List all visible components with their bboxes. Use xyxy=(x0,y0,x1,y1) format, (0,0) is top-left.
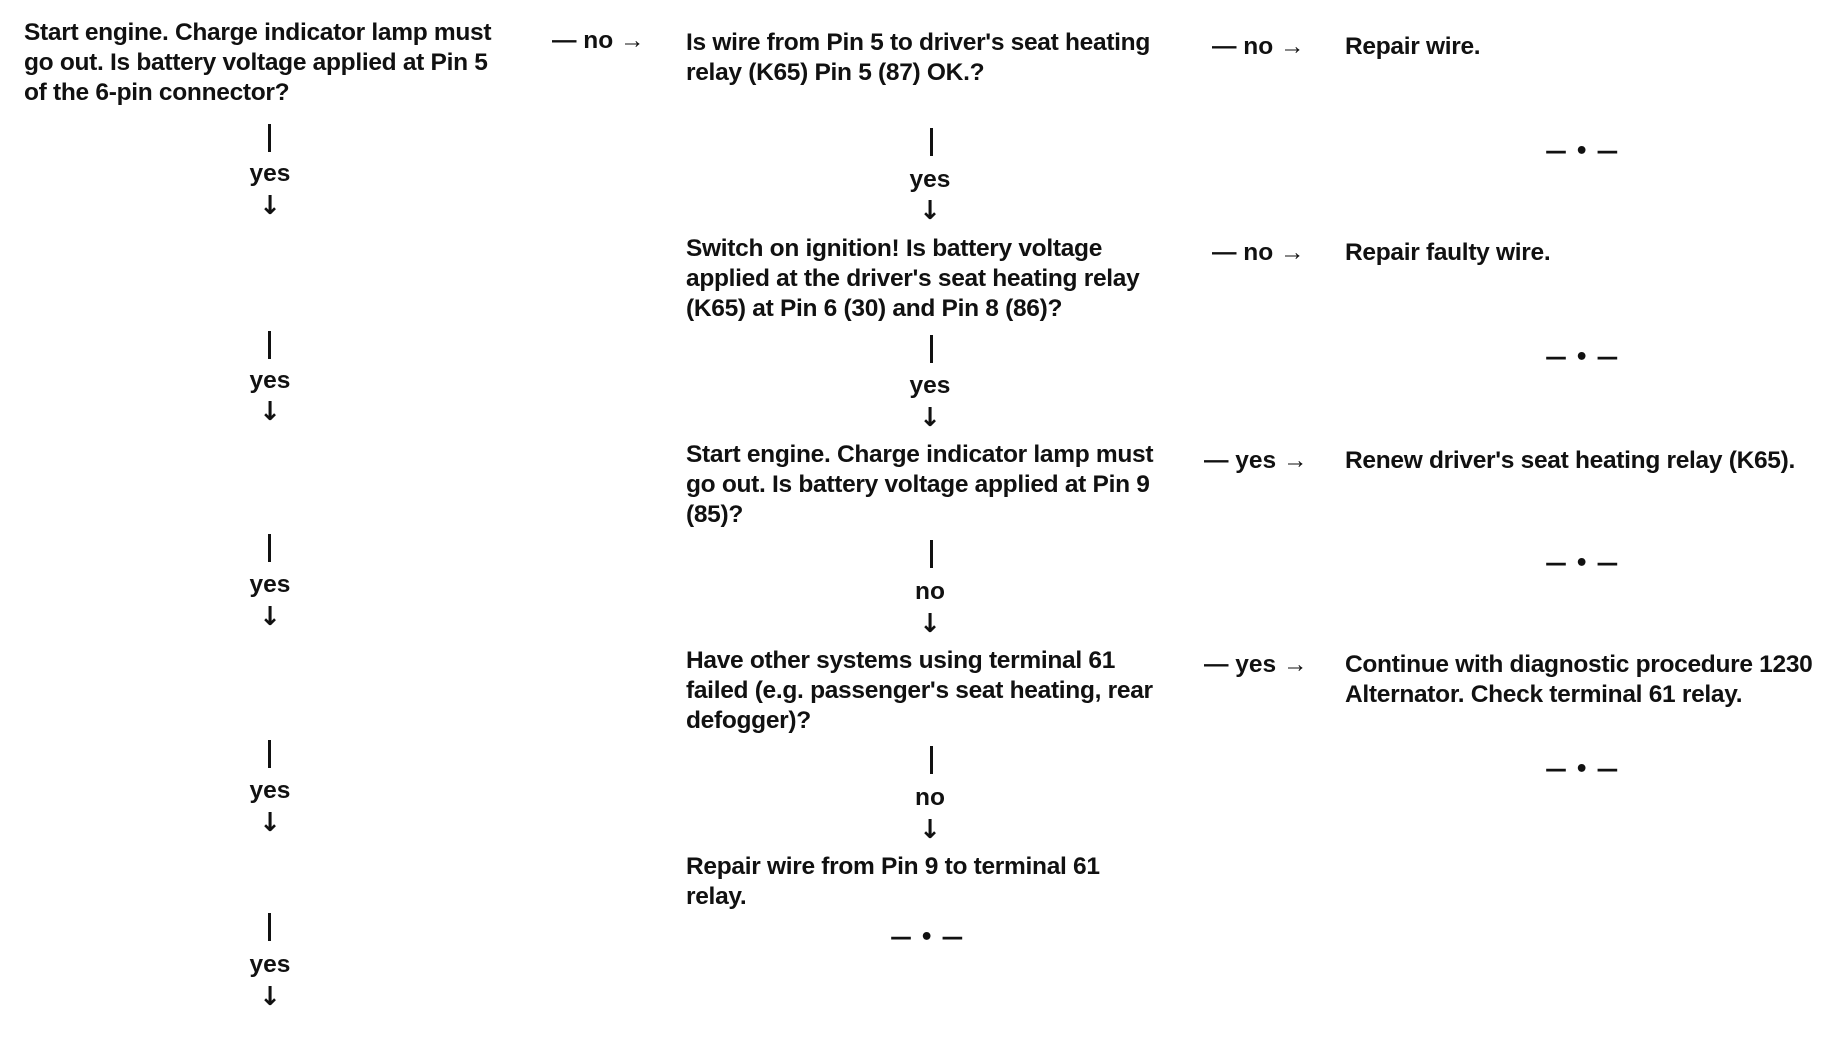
flow-line xyxy=(930,540,933,568)
end-mark: — • — xyxy=(1545,345,1619,370)
flow-line xyxy=(930,746,933,774)
connector-yes: — yes → xyxy=(1204,447,1308,474)
result-renew-relay: Renew driver's seat heating relay (K65). xyxy=(1345,447,1795,474)
down-arrow-icon: ↓ xyxy=(259,602,281,632)
result-repair-faulty-wire: Repair faulty wire. xyxy=(1345,239,1551,266)
connector-no: — no → xyxy=(1212,239,1305,266)
end-mark: — • — xyxy=(1545,139,1619,164)
yes-label: yes xyxy=(249,777,291,804)
flow-line xyxy=(268,534,271,562)
step-repair-pin9-wire: Repair wire from Pin 9 to terminal 61 re… xyxy=(686,853,1100,910)
result-continue-diagnostic: Continue with diagnostic procedure 1230 … xyxy=(1345,651,1813,708)
yes-label: yes xyxy=(909,166,951,193)
end-mark: — • — xyxy=(1545,551,1619,576)
step-start-engine-pin9: Start engine. Charge indicator lamp must… xyxy=(686,441,1154,528)
yes-label: yes xyxy=(249,951,291,978)
flow-line xyxy=(268,331,271,359)
yes-label: yes xyxy=(909,372,951,399)
step-switch-ignition: Switch on ignition! Is battery voltage a… xyxy=(686,235,1140,322)
down-arrow-icon: ↓ xyxy=(919,609,941,639)
down-arrow-icon: ↓ xyxy=(919,196,941,226)
step-start-engine-pin5: Start engine. Charge indicator lamp must… xyxy=(24,19,492,106)
result-repair-wire: Repair wire. xyxy=(1345,33,1481,60)
yes-label: yes xyxy=(249,367,291,394)
step-wire-pin5-check: Is wire from Pin 5 to driver's seat heat… xyxy=(686,29,1151,86)
down-arrow-icon: ↓ xyxy=(919,815,941,845)
yes-label: yes xyxy=(249,160,291,187)
end-mark: — • — xyxy=(890,925,964,950)
down-arrow-icon: ↓ xyxy=(259,397,281,427)
down-arrow-icon: ↓ xyxy=(919,403,941,433)
yes-label: yes xyxy=(249,571,291,598)
connector-no-to-wire-check: — no → xyxy=(552,27,645,54)
connector-no: — no → xyxy=(1212,33,1305,60)
connector-yes: — yes → xyxy=(1204,651,1308,678)
down-arrow-icon: ↓ xyxy=(259,808,281,838)
step-other-systems-failed: Have other systems using terminal 61 fai… xyxy=(686,647,1153,734)
end-mark: — • — xyxy=(1545,757,1619,782)
flow-line xyxy=(930,335,933,363)
down-arrow-icon: ↓ xyxy=(259,982,281,1012)
no-label: no xyxy=(915,784,945,811)
flow-line xyxy=(268,740,271,768)
flow-line xyxy=(268,913,271,941)
no-label: no xyxy=(915,578,945,605)
down-arrow-icon: ↓ xyxy=(259,191,281,221)
flow-line xyxy=(268,124,271,152)
flow-line xyxy=(930,128,933,156)
